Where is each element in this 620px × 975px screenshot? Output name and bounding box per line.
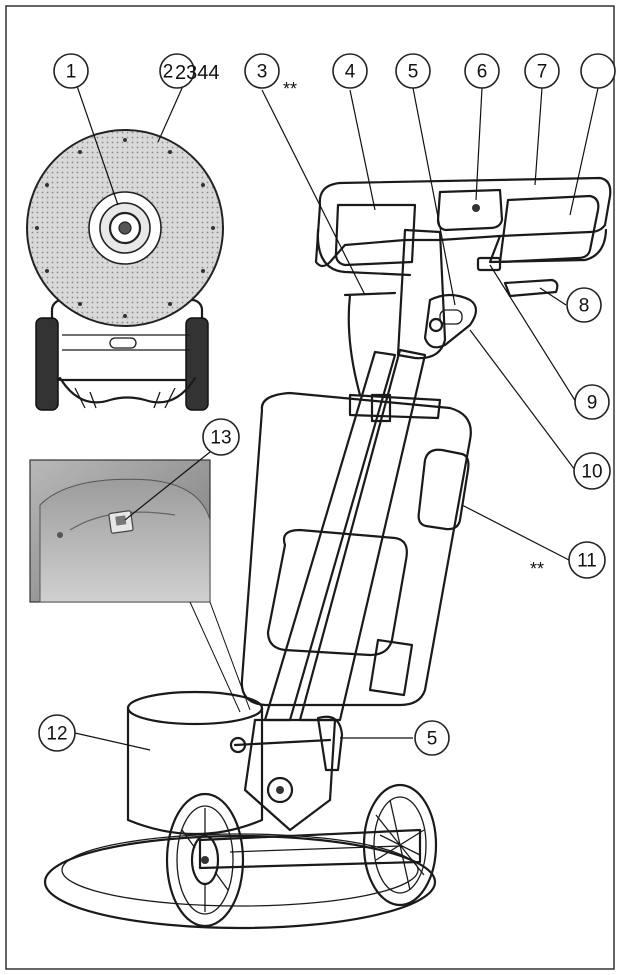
callout-13: 13: [202, 418, 240, 456]
callout-5-top: 5: [395, 53, 431, 89]
callout-9: 9: [574, 384, 610, 420]
callout-label: 4: [345, 62, 356, 83]
callout-label: 2: [163, 62, 174, 83]
figure-code: 2344: [175, 62, 220, 84]
callout-6: 6: [464, 53, 500, 89]
callout-label: 12: [46, 724, 67, 745]
callout-3: 3: [244, 53, 280, 89]
callout-4: 4: [332, 53, 368, 89]
callout-8: 8: [566, 287, 602, 323]
callout-12: 12: [38, 714, 76, 752]
callout-11: 11: [568, 541, 606, 579]
callout-8-blank: [580, 53, 616, 89]
callout-label: 13: [210, 428, 231, 449]
callout-label: 6: [477, 62, 488, 83]
note-marker-11: **: [530, 559, 544, 579]
callout-2: 2: [159, 53, 195, 89]
callout-label: 8: [579, 296, 590, 317]
note-marker-3: **: [283, 79, 297, 99]
brush-disc-view: [26, 129, 224, 411]
callout-10: 10: [573, 452, 611, 490]
callout-label: 9: [587, 393, 598, 414]
callout-label: 1: [66, 62, 77, 83]
callout-7: 7: [524, 53, 560, 89]
callout-label: 5: [427, 729, 438, 750]
callout-label: 11: [577, 551, 597, 572]
callout-label: 7: [537, 62, 548, 83]
switch-detail-inset: [29, 459, 251, 713]
callout-label: 3: [257, 62, 268, 83]
callout-label: 5: [408, 62, 419, 83]
callout-1: 1: [53, 53, 89, 89]
callout-label: 10: [581, 462, 602, 483]
callout-5-bottom: 5: [414, 720, 450, 756]
leader-lines: [74, 85, 599, 751]
floor-machine: [43, 176, 612, 930]
